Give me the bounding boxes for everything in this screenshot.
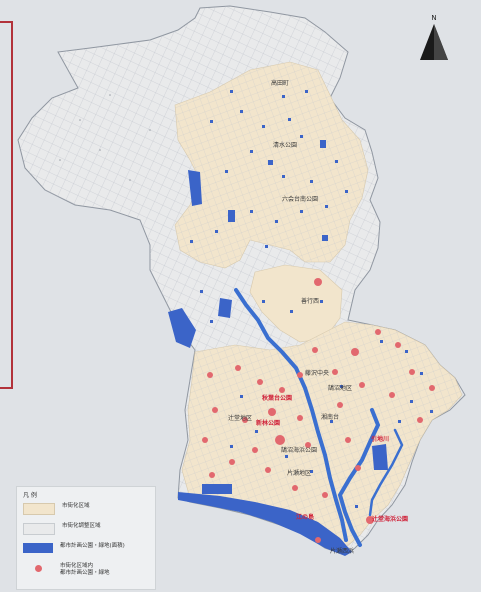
blue-park-large-3 — [218, 298, 232, 318]
legend-swatch — [23, 503, 55, 515]
map-legend: 凡 例 市街化区域 市街化調整区域 都市計画公園・緑地(面積) 市街化区域内 都… — [16, 486, 156, 590]
legend-label: 市街化区域内 都市計画公園・緑地 — [60, 563, 110, 577]
place-label: 鵠沼海浜公園 — [281, 447, 318, 454]
legend-item: 市街化調整区域 — [23, 523, 101, 535]
place-label: 片瀬西浜 — [330, 548, 355, 555]
legend-label-line2: 都市計画公園・緑地 — [60, 570, 110, 576]
legend-label: 市街化調整区域 — [62, 523, 101, 529]
blue-park-large-2 — [168, 308, 196, 348]
blue-park-8 — [322, 235, 328, 241]
place-label: 鵠沼地区 — [328, 385, 353, 392]
legend-swatch — [23, 523, 55, 535]
coastal-park-strip — [178, 492, 352, 556]
place-label: 高田町 — [271, 80, 290, 87]
blue-park-6 — [320, 140, 326, 148]
legend-item: 市街化区域 — [23, 503, 90, 515]
place-label: 六会台南公園 — [282, 196, 319, 203]
place-label: 清水公園 — [273, 142, 298, 149]
legend-swatch — [23, 563, 53, 573]
blue-small-parks — [190, 90, 433, 508]
blue-park-5 — [228, 210, 235, 222]
park-label: 辻堂海浜公園 — [372, 516, 409, 523]
river-east — [337, 408, 381, 547]
legend-label: 市街化区域 — [62, 503, 90, 509]
red-parks — [202, 278, 435, 543]
legend-label-line1: 市街化区域内 — [60, 563, 94, 569]
north-label: N — [431, 14, 436, 22]
park-label: 引地川 — [371, 436, 390, 443]
park-label: 江の島 — [296, 514, 315, 521]
river-branch — [368, 428, 404, 517]
place-label: 湘南台 — [321, 414, 340, 421]
legend-item: 市街化区域内 都市計画公園・緑地 — [23, 563, 110, 577]
north-arrow-icon: N — [420, 14, 448, 60]
park-label: 新林公園 — [256, 420, 281, 427]
blue-park-7 — [268, 160, 273, 165]
legend-swatch — [23, 543, 53, 553]
park-label: 秋葉台公園 — [262, 395, 293, 402]
legend-label: 都市計画公園・緑地(面積) — [60, 543, 125, 549]
river-west — [234, 288, 348, 542]
place-label: 藤沢中央 — [305, 370, 330, 377]
place-label: 善行西 — [301, 298, 320, 305]
place-label: 辻堂地区 — [228, 415, 253, 422]
legend-title: 凡 例 — [23, 492, 37, 499]
legend-item: 都市計画公園・緑地(面積) — [23, 543, 125, 553]
place-label: 片瀬地区 — [287, 470, 312, 477]
coastal-park-block — [202, 484, 232, 494]
blue-park-large-1 — [188, 170, 202, 206]
blue-park-large-4 — [372, 444, 388, 470]
map-frame-line — [0, 21, 13, 389]
